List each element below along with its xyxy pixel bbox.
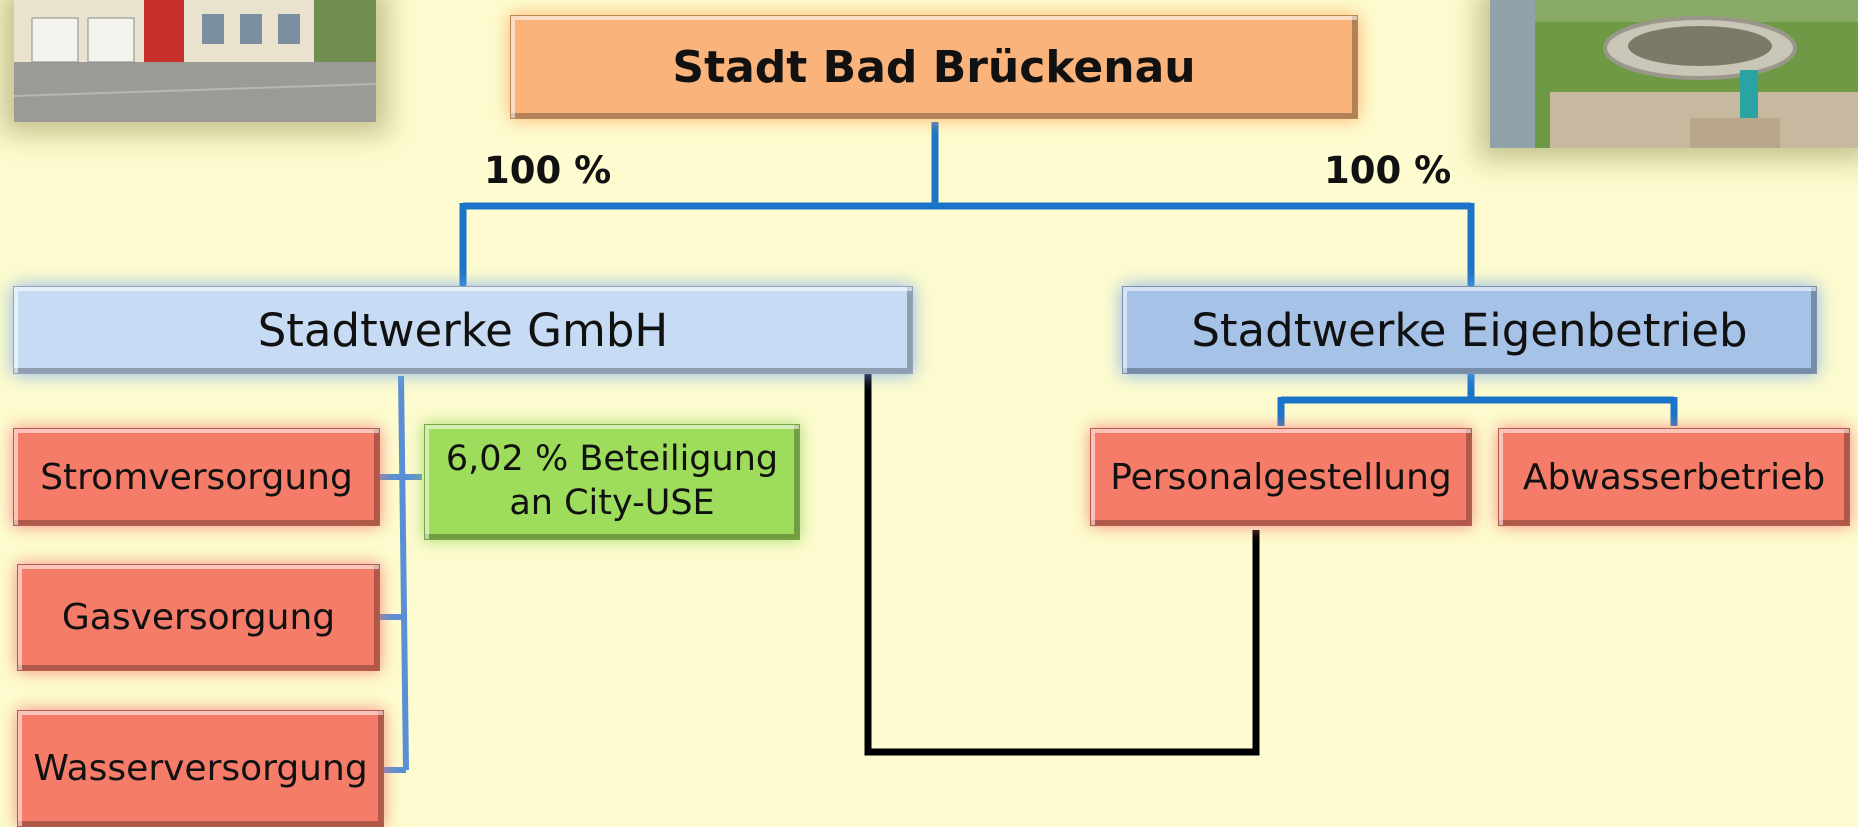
participation-city-use: 6,02 % Beteiligung an City-USE xyxy=(424,424,800,540)
treatment-plant-photo xyxy=(1490,0,1858,148)
participation-line-1: 6,02 % Beteiligung xyxy=(445,439,779,480)
division-label: Gasversorgung xyxy=(61,597,336,638)
division-label: Personalgestellung xyxy=(1110,456,1452,498)
division-gasversorgung: Gasversorgung xyxy=(17,564,380,671)
division-label: Abwasserbetrieb xyxy=(1522,456,1826,498)
division-stromversorgung: Stromversorgung xyxy=(13,428,380,526)
division-abwasserbetrieb: Abwasserbetrieb xyxy=(1498,428,1850,526)
division-personalgestellung: Personalgestellung xyxy=(1090,428,1472,526)
division-wasserversorgung: Wasserversorgung xyxy=(17,710,384,827)
root-node: Stadt Bad Brückenau xyxy=(510,15,1358,119)
division-label: Stromversorgung xyxy=(40,456,353,498)
stadtwerke-gmbh-node: Stadtwerke GmbH xyxy=(13,286,913,374)
gmbh-label: Stadtwerke GmbH xyxy=(257,303,669,357)
town-hall-photo xyxy=(14,0,376,122)
participation-line-2: an City-USE xyxy=(509,483,715,523)
share-left: 100 % xyxy=(484,149,612,192)
root-label: Stadt Bad Brückenau xyxy=(672,41,1196,93)
eigenbetrieb-label: Stadtwerke Eigenbetrieb xyxy=(1191,303,1748,357)
division-label: Wasserversorgung xyxy=(33,748,368,789)
share-right: 100 % xyxy=(1324,149,1452,192)
stadtwerke-eigenbetrieb-node: Stadtwerke Eigenbetrieb xyxy=(1122,286,1817,374)
